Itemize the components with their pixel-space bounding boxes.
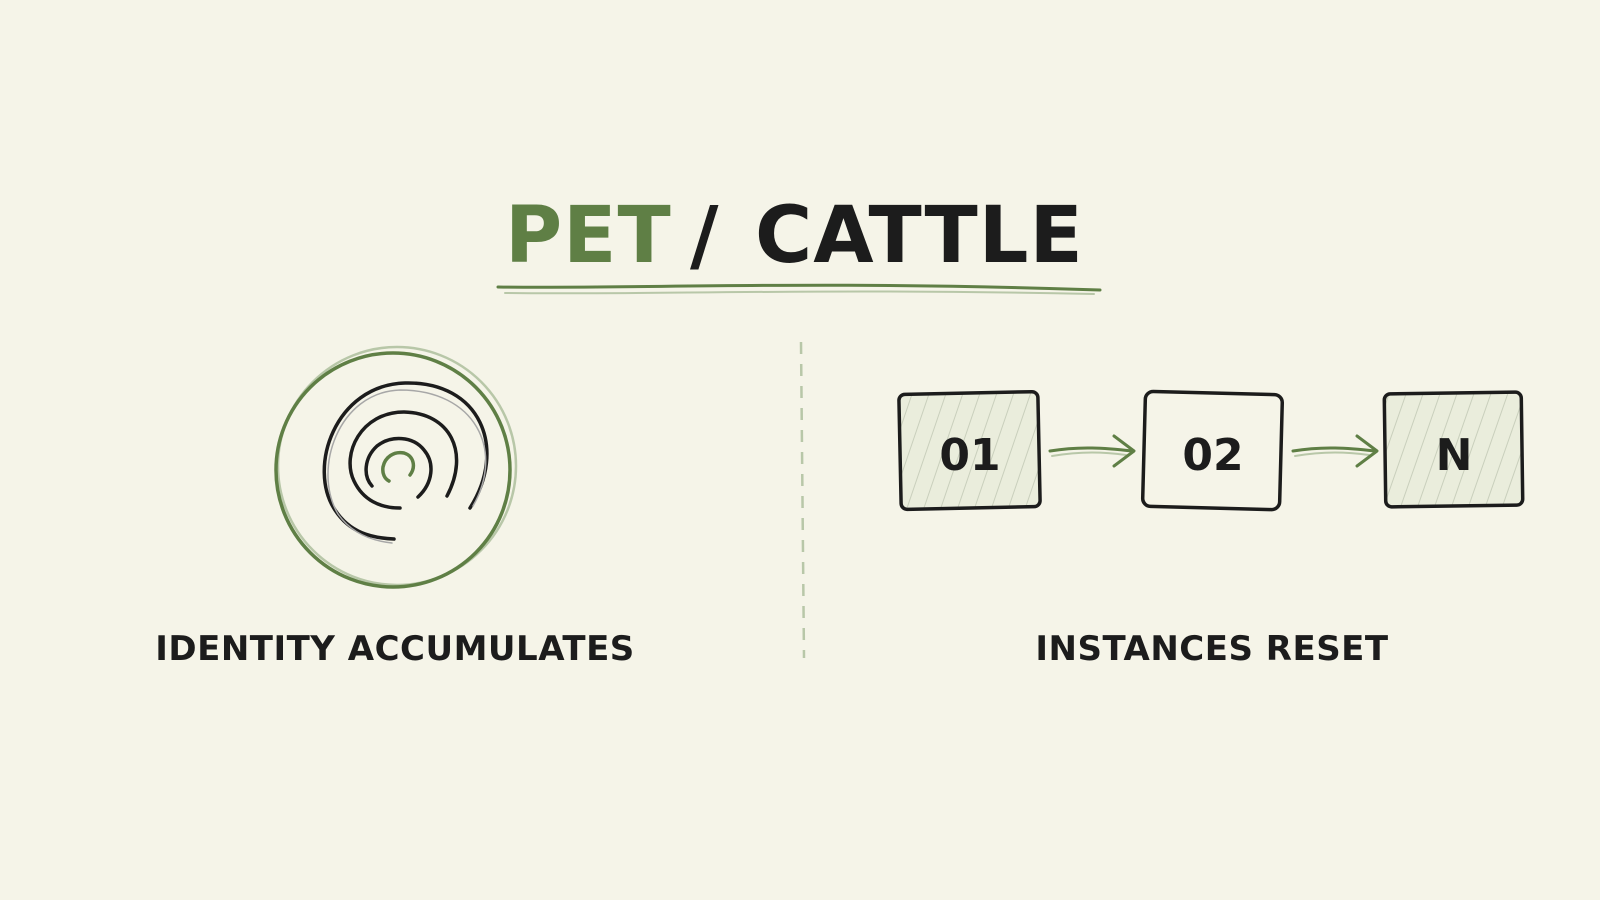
title-group: PET / CATTLE: [496, 191, 1102, 295]
instance-box-02-label: 02: [1182, 430, 1243, 481]
title-underline-shadow: [504, 290, 1095, 295]
title-pet: PET: [505, 191, 672, 281]
instances-flow: 01 02 N: [897, 389, 1525, 512]
title-underline: [496, 283, 1102, 292]
center-divider: [799, 341, 806, 659]
right-caption: INSTANCES RESET: [1035, 629, 1389, 669]
arrow-right-icon: [1291, 434, 1379, 468]
instance-box-02: 02: [1140, 389, 1285, 512]
title-cattle: CATTLE: [755, 191, 1084, 281]
instance-box-01: 01: [897, 389, 1042, 512]
left-caption: IDENTITY ACCUMULATES: [155, 629, 635, 669]
fingerprint-icon: [274, 345, 518, 589]
instance-box-01-label: 01: [939, 430, 1000, 481]
instance-box-n-label: N: [1436, 430, 1473, 481]
arrow-right-icon: [1048, 434, 1136, 468]
instance-box-n: N: [1382, 390, 1525, 509]
title-separator: /: [690, 191, 720, 281]
